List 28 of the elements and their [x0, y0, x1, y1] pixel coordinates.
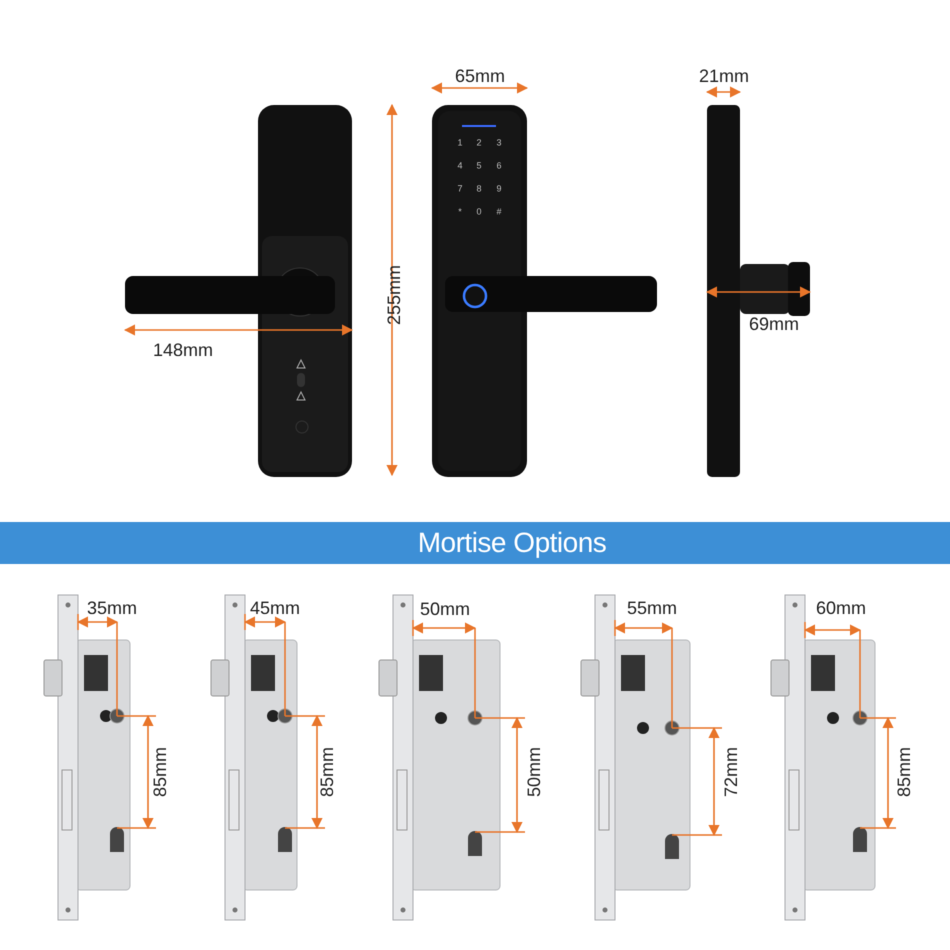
dimension-label: 85mm [895, 747, 913, 797]
keypad-key-label: 3 [496, 138, 502, 148]
dimension-label: 35mm [87, 599, 137, 617]
keypad-key-label: 5 [476, 162, 482, 170]
keypad-key-label: 0 [476, 208, 482, 216]
section-heading: Mortise Options [418, 529, 606, 557]
dimension-label: 65mm [455, 67, 505, 85]
dimension-label: 45mm [250, 599, 300, 617]
dimension-label: 55mm [627, 599, 677, 617]
keypad-key-label: * [458, 208, 462, 216]
keypad-key-label: 1 [458, 138, 462, 148]
keypad-key-label: 7 [458, 184, 462, 194]
keypad-key-label: 6 [496, 162, 502, 170]
dimension-label: 85mm [151, 747, 169, 797]
keypad-key-label: 8 [476, 184, 482, 194]
keypad-key-label: 2 [476, 138, 482, 148]
dimension-label: 72mm [722, 747, 740, 797]
dimension-label: 85mm [318, 747, 336, 797]
dimension-label: 21mm [699, 67, 749, 85]
dimension-label: 148mm [152, 341, 214, 359]
dimension-label: 50mm [420, 600, 470, 618]
dimension-label: 69mm [749, 315, 799, 333]
keypad-key-label: # [496, 208, 502, 216]
dimension-label: 50mm [525, 747, 543, 797]
dimension-label: 255mm [385, 264, 403, 326]
keypad-key-label: 4 [458, 162, 462, 170]
keypad-key-label: 9 [496, 184, 502, 194]
dimension-label: 60mm [816, 599, 866, 617]
